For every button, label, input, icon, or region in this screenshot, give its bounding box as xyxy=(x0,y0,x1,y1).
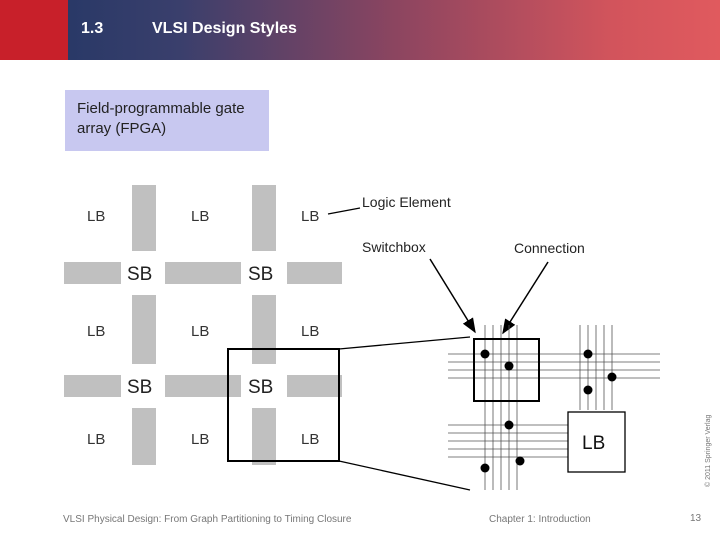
page-number: 13 xyxy=(690,513,702,524)
logic-block xyxy=(85,423,113,453)
logic-block xyxy=(189,423,217,453)
lb-label: LB xyxy=(301,323,319,340)
sb-label: SB xyxy=(248,377,273,398)
footer-book-title: VLSI Physical Design: From Graph Partiti… xyxy=(63,514,352,525)
vertical-channel xyxy=(132,185,156,465)
zoom-logic-block xyxy=(567,411,626,473)
fpga-label-box: Field-programmable gate array (FPGA) xyxy=(65,90,269,151)
fpga-label: Field-programmable gate array (FPGA) xyxy=(77,100,245,137)
logic-element-label: Logic Element xyxy=(362,194,451,210)
sb-label: SB xyxy=(127,264,152,285)
highlight-region xyxy=(227,348,340,462)
lb-label: LB xyxy=(301,208,319,225)
lb-label: LB xyxy=(191,323,209,340)
sb-label: SB xyxy=(248,264,273,285)
switch-box xyxy=(241,251,287,295)
lb-label: LB xyxy=(87,431,105,448)
switch-box xyxy=(121,364,165,408)
switchbox-label: Switchbox xyxy=(362,239,426,255)
lb-label: LB xyxy=(87,208,105,225)
zoom-wiring xyxy=(448,325,660,490)
sb-label: SB xyxy=(127,377,152,398)
switch-boxes xyxy=(121,251,287,408)
zoom-line-top xyxy=(338,336,471,350)
connection-label: Connection xyxy=(514,240,585,256)
connection-arrow xyxy=(502,261,549,335)
zoom-switchbox xyxy=(473,338,540,402)
logic-block xyxy=(299,200,327,230)
slide-header: 1.3 VLSI Design Styles xyxy=(0,0,720,60)
logic-block xyxy=(85,315,113,345)
vertical-channel xyxy=(252,185,276,465)
horizontal-channel xyxy=(64,375,342,397)
logic-block xyxy=(85,200,113,230)
zoom-lb-label: LB xyxy=(582,433,605,454)
logic-element-pointer xyxy=(327,207,361,215)
zoom-line-bottom xyxy=(338,460,471,491)
connection-points xyxy=(480,349,617,473)
connection-dot xyxy=(480,349,490,359)
switchbox-arrow xyxy=(429,258,476,334)
connection-dot xyxy=(583,385,593,395)
lb-label: LB xyxy=(191,208,209,225)
connection-dot xyxy=(480,463,490,473)
lb-label: LB xyxy=(191,431,209,448)
logic-blocks xyxy=(85,200,327,453)
connection-dot xyxy=(515,456,525,466)
logic-block xyxy=(299,423,327,453)
connection-dot xyxy=(504,420,514,430)
connection-dot xyxy=(504,361,514,371)
lb-label: LB xyxy=(87,323,105,340)
lb-label: LB xyxy=(301,431,319,448)
connection-dot xyxy=(583,349,593,359)
header-accent-bar xyxy=(0,0,68,60)
logic-block xyxy=(189,315,217,345)
switch-box xyxy=(241,364,287,408)
slide-title: VLSI Design Styles xyxy=(152,20,297,37)
footer-chapter: Chapter 1: Introduction xyxy=(489,514,591,525)
section-number: 1.3 xyxy=(81,20,104,37)
logic-block xyxy=(299,315,327,345)
connection-dot xyxy=(607,372,617,382)
horizontal-channel xyxy=(64,262,342,284)
copyright-notice: © 2011 Springer Verlag xyxy=(705,414,712,487)
logic-block xyxy=(189,200,217,230)
switch-box xyxy=(121,251,165,295)
